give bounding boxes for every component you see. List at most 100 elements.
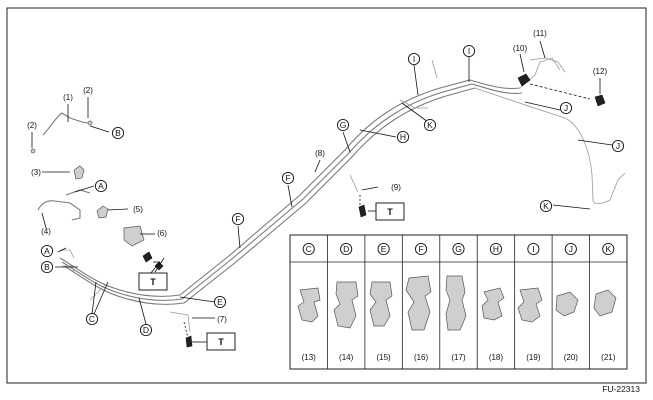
part-ref-label: (6) [157, 229, 167, 238]
parts-upper-right [185, 73, 606, 348]
tool-label: T [218, 337, 224, 347]
callout-letter: G [455, 244, 462, 254]
callout-circle [40, 244, 54, 258]
callout-letter: I [532, 244, 534, 254]
callout-letter: I [468, 46, 470, 56]
table-clip-number: (16) [414, 353, 429, 362]
tool-label: T [387, 207, 393, 217]
callout-letter: E [217, 297, 223, 307]
callout-circle [336, 118, 350, 132]
table-clip-letter: E [377, 242, 390, 256]
callout-circle [281, 171, 295, 185]
clip-callout: G [336, 118, 350, 132]
table-clip-letter: F [415, 242, 428, 256]
callout-letter: H [400, 132, 406, 142]
part-ref-label: (8) [315, 149, 325, 158]
clip-callout: H [396, 130, 410, 144]
tool-boxes [138, 202, 405, 351]
callout-circle [611, 139, 625, 153]
callout-circle [40, 260, 54, 274]
callout-letter: C [89, 314, 95, 324]
callout-letter: I [413, 54, 415, 64]
table-clip-letter: H [489, 242, 502, 256]
callout-circle [423, 118, 437, 132]
clip-callout: A [94, 179, 108, 193]
callout-circle [340, 242, 353, 256]
callout-circle [564, 242, 577, 256]
part-ref-label: (10) [513, 44, 528, 53]
part-ref-label: (7) [217, 315, 227, 324]
main-fuel-pipes [59, 57, 626, 333]
table-clip-letter: K [602, 242, 615, 256]
table-clip-letter: I [527, 242, 540, 256]
callout-circle [94, 179, 108, 193]
callout-letter: B [44, 262, 50, 272]
callout-letter: K [427, 120, 433, 130]
table-clip-number: (13) [302, 353, 317, 362]
table-clip-number: (19) [526, 353, 541, 362]
clip-callout: J [611, 139, 625, 153]
table-clip-letter: C [302, 242, 315, 256]
clip-callout: A [40, 244, 54, 258]
part-ref-label: (4) [41, 227, 51, 236]
tool-labels: TTT [150, 207, 393, 347]
clip-callout: C [85, 312, 99, 326]
table-clip-number: (15) [376, 353, 391, 362]
callout-circle [452, 242, 465, 256]
callout-circle [139, 323, 153, 337]
callout-circle [213, 295, 227, 309]
callout-letter: D [143, 325, 149, 335]
part-ref-label: (1) [63, 93, 73, 102]
clip-callout: K [539, 199, 553, 213]
leader-lines [31, 40, 613, 343]
figure-frame [6, 7, 647, 384]
callout-circle [462, 44, 476, 58]
clip-callout: F [281, 171, 295, 185]
table-clip-number: (20) [564, 353, 579, 362]
callout-letter: B [115, 128, 121, 138]
part-ref-label: (3) [31, 168, 41, 177]
callout-letter: J [564, 103, 568, 113]
clip-callout: E [213, 295, 227, 309]
callout-letter: J [569, 244, 573, 254]
callout-letter: K [605, 244, 611, 254]
callout-letter: F [418, 244, 423, 254]
callout-circle [85, 312, 99, 326]
table-clip-number: (21) [601, 353, 616, 362]
callout-circle [602, 242, 615, 256]
callout-circle [539, 199, 553, 213]
table-clip-letter: J [564, 242, 577, 256]
callout-circle [111, 126, 125, 140]
callout-circle [489, 242, 502, 256]
clip-callout: I [462, 44, 476, 58]
table-clip-number: (18) [489, 353, 504, 362]
part-labels: (1)(2)(2)(3)(4)(5)(6)(7)(8)(9)(10)(11)(1… [27, 29, 607, 324]
table-clip-letter: G [452, 242, 465, 256]
callout-letter: F [285, 173, 290, 183]
callout-letter: E [381, 244, 387, 254]
clip-callout: I [407, 52, 421, 66]
part-ref-label: (11) [533, 29, 547, 38]
callout-letter: H [493, 244, 499, 254]
callout-letter: A [44, 246, 50, 256]
callout-circle [559, 101, 573, 115]
callout-circle [302, 242, 315, 256]
clip-callout: B [111, 126, 125, 140]
callout-letter: G [340, 120, 347, 130]
callout-letter: A [98, 181, 104, 191]
callout-circle [527, 242, 540, 256]
callout-circle [407, 52, 421, 66]
callout-circle [396, 130, 410, 144]
part-ref-label: (9) [391, 183, 401, 192]
part-ref-label: (2) [27, 121, 37, 130]
clip-callout: J [559, 101, 573, 115]
clip-callout: F [231, 212, 245, 226]
clip-callout: B [40, 260, 54, 274]
callout-letter: K [543, 201, 549, 211]
callout-letter: C [306, 244, 312, 254]
parts-upper-left [30, 112, 164, 273]
figure-code: FU-22313 [602, 384, 640, 394]
table-clip-number: (17) [451, 353, 466, 362]
